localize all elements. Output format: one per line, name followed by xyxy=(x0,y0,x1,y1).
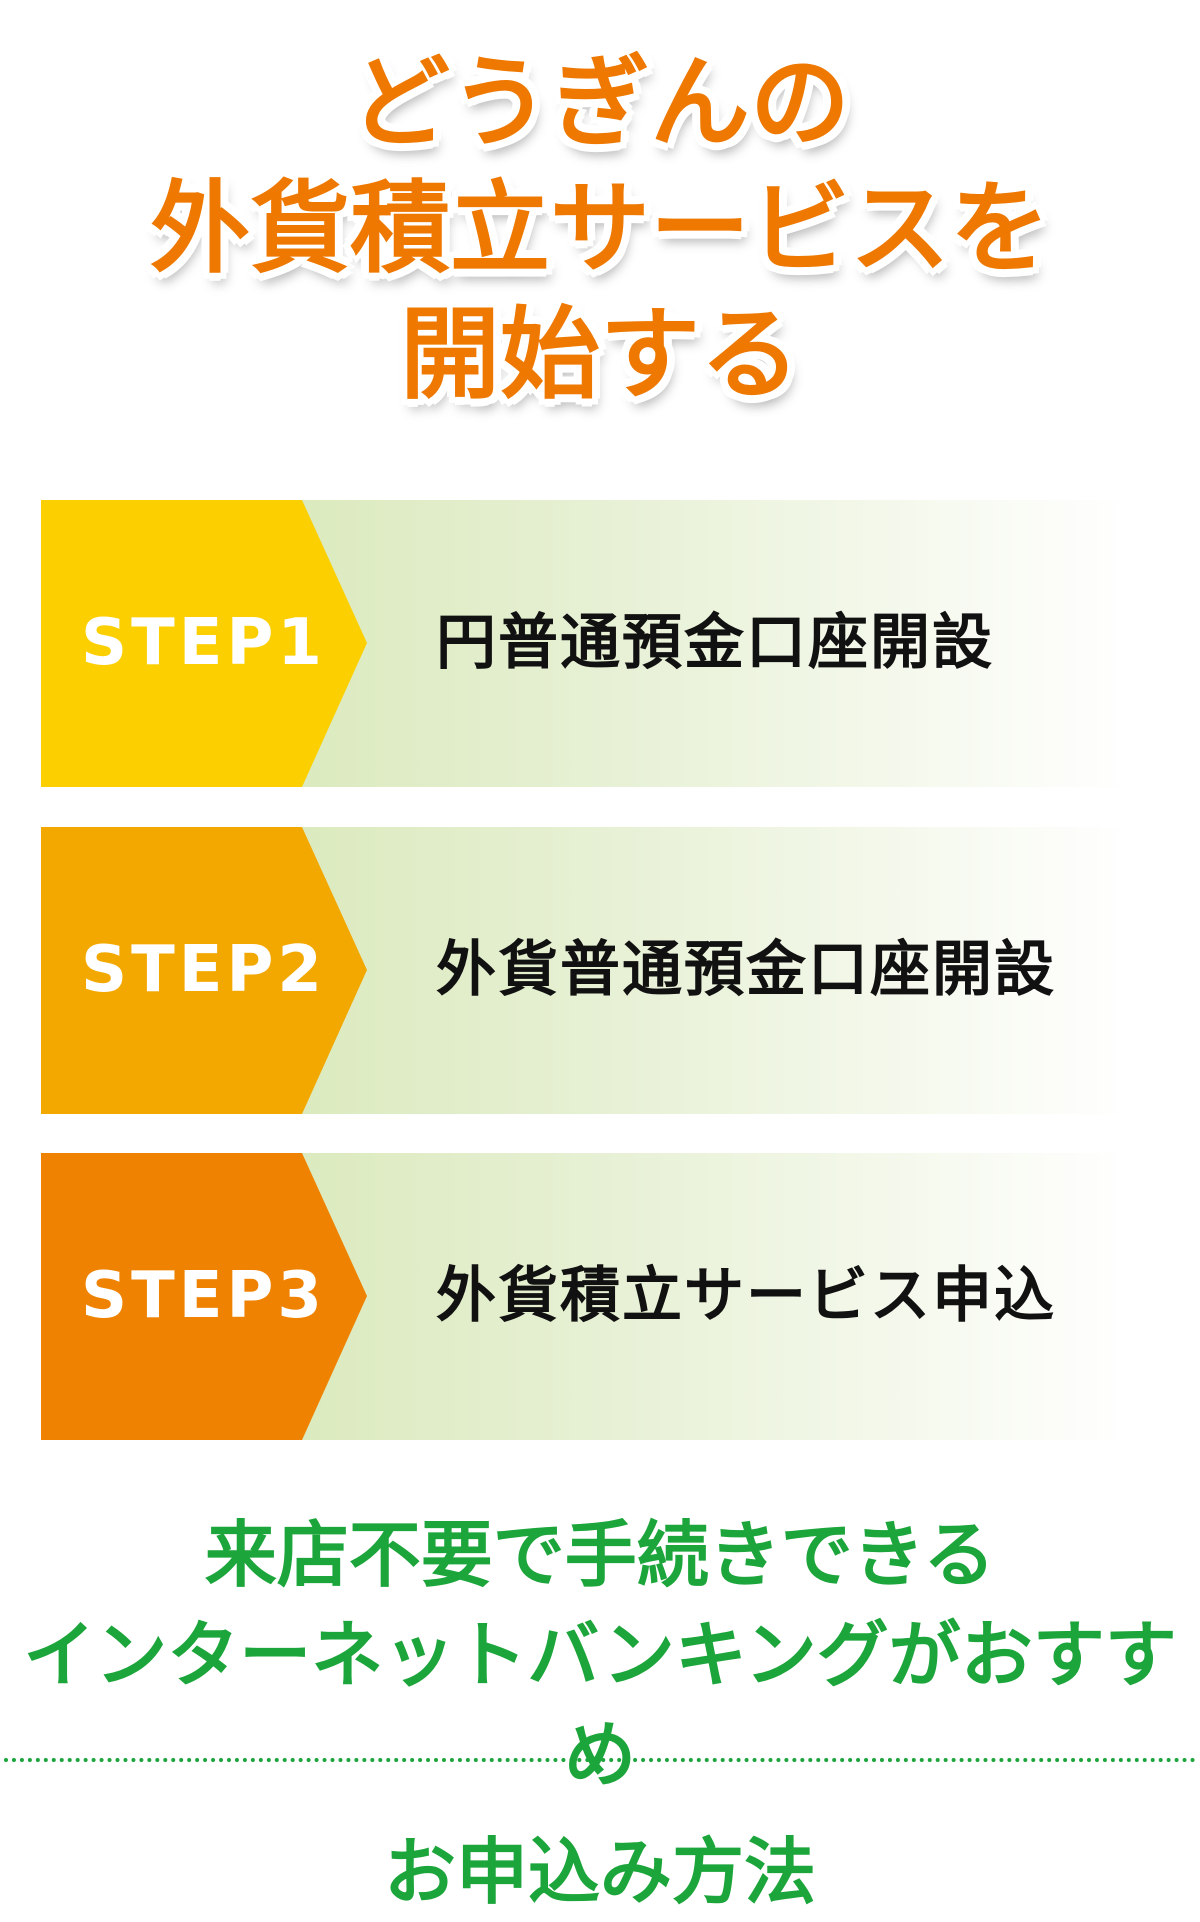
recommendation-line-2: インターネットバンキングがおすすめ xyxy=(23,1613,1177,1797)
page-title: どうぎんの 外貨積立サービスを 開始する xyxy=(0,40,1200,418)
step-1: STEP1 円普通預金口座開設 xyxy=(41,500,1133,787)
recommendation-line-1: 来店不要で手続きできる xyxy=(204,1513,996,1597)
step-2: STEP2 外貨普通預金口座開設 xyxy=(41,827,1133,1114)
step-description: 外貨普通預金口座開設 xyxy=(436,935,1056,1005)
step-3: STEP3 外貨積立サービス申込 xyxy=(41,1153,1133,1440)
step-description: 外貨積立サービス申込 xyxy=(436,1261,1056,1331)
title-line: 開始する xyxy=(400,296,800,413)
step-badge xyxy=(41,500,367,787)
title-line: 外貨積立サービスを xyxy=(150,170,1050,287)
title-line: どうぎんの xyxy=(350,44,850,161)
step-label: STEP2 xyxy=(81,933,326,1007)
step-badge xyxy=(41,827,367,1114)
step-label: STEP1 xyxy=(81,606,326,680)
dotted-divider xyxy=(4,1758,1196,1762)
step-badge xyxy=(41,1153,367,1440)
section-heading: お申込み方法 xyxy=(383,1830,816,1914)
step-description: 円普通預金口座開設 xyxy=(436,608,994,678)
step-label: STEP3 xyxy=(81,1259,326,1333)
